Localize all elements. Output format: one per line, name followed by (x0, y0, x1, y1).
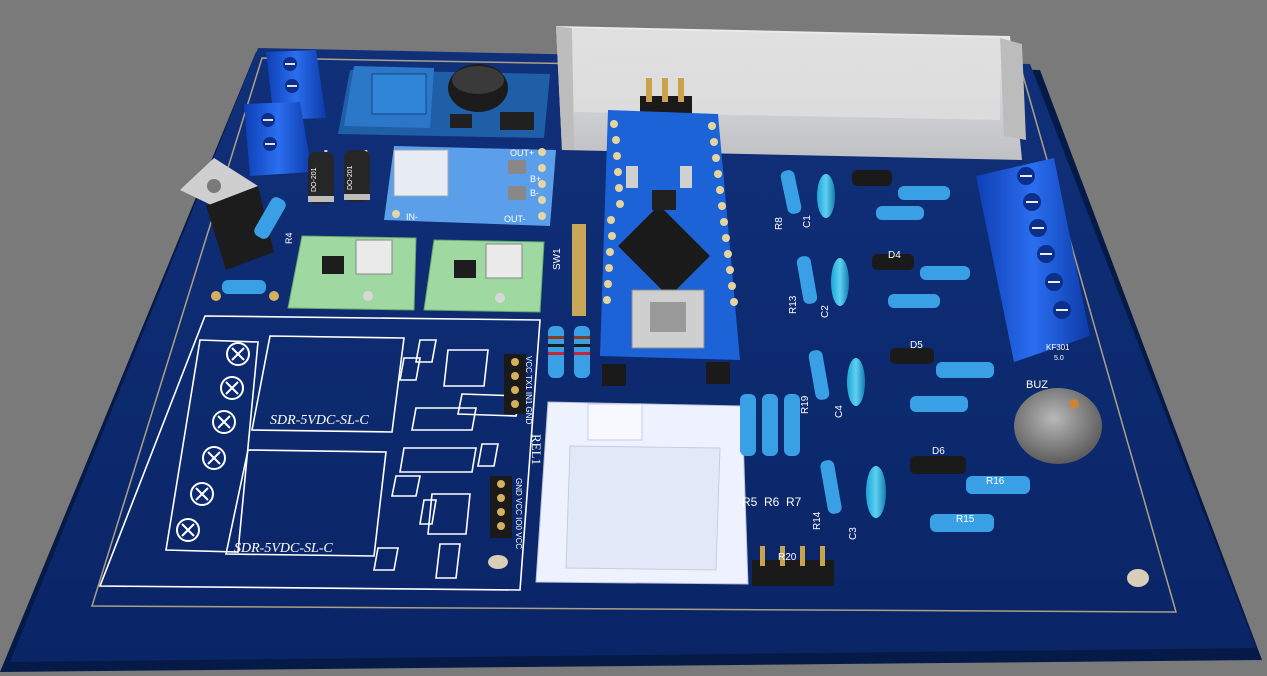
pin-header-relay-1 (504, 354, 526, 414)
b-plus-label: B+ (530, 174, 541, 184)
buck-converter-module (338, 64, 550, 138)
relay-section (98, 315, 541, 591)
signal-group-1 (780, 170, 950, 220)
d5-label: D5 (910, 340, 923, 351)
r5-label: R5 (742, 495, 758, 509)
c2-label: C2 (820, 305, 831, 318)
terminal-block-label: KF301 (1046, 343, 1070, 352)
resistor-r6 (762, 394, 778, 456)
pins2-label: GND VCC IO0 VCC (514, 478, 523, 549)
relay-driver-module-1 (287, 235, 417, 311)
pins1-label: VCC TX1 IN1 GND (524, 356, 533, 425)
signal-group-2 (796, 254, 970, 308)
mounting-hole (488, 555, 508, 569)
sw1-label: SW1 (552, 248, 563, 270)
r13-label: R13 (788, 295, 799, 314)
resistor-r7 (784, 394, 800, 456)
sw1-header (572, 224, 586, 316)
resistor-vertical-1 (548, 326, 564, 378)
charger-module (384, 146, 556, 226)
power-diode-1 (308, 149, 334, 204)
buzzer-label: BUZ (1026, 379, 1048, 391)
r20-label: R20 (778, 552, 797, 563)
c4-label: C4 (834, 405, 845, 418)
signal-group-4 (820, 456, 1030, 532)
out-minus-label: OUT- (504, 214, 526, 224)
relay-terminal-screws (176, 342, 250, 542)
resistor-r5 (740, 394, 756, 456)
out-plus-label: OUT+ (510, 148, 534, 158)
in-minus-label: IN- (406, 212, 418, 222)
arduino-pins (603, 120, 738, 306)
terminal-pitch-label: 5.0 (1054, 355, 1064, 362)
r7-label: R7 (786, 495, 802, 509)
terminal-block-right (976, 158, 1090, 362)
terminal-block-top-left (266, 50, 326, 120)
power-diode-2 (344, 149, 370, 202)
r4-label: R4 (284, 232, 294, 244)
r19-label: R19 (800, 395, 811, 414)
c1-label: C1 (802, 215, 813, 228)
d4-label: D4 (888, 250, 901, 261)
mounting-hole (1127, 569, 1149, 587)
buzzer (1014, 388, 1102, 464)
resistor-r4 (254, 197, 286, 239)
c3-label: C3 (848, 527, 859, 540)
wifi-module (535, 401, 749, 585)
resistor-vertical-2 (574, 326, 590, 378)
d6-label: D6 (932, 446, 945, 457)
relay1-label: SDR-5VDC-SL-C (270, 413, 369, 428)
r6-label: R6 (764, 495, 780, 509)
r14-label: R14 (812, 511, 823, 530)
arduino-nano (600, 110, 740, 386)
terminal-block-mid-left (244, 102, 312, 176)
resistor-bottom-left (211, 280, 279, 301)
relay2-label: SDR-5VDC-SL-C (234, 541, 333, 556)
diode2-label: DO-201 (347, 165, 354, 190)
relay-driver-module-2 (423, 239, 545, 313)
signal-group-3 (808, 348, 994, 412)
pin-header-relay-2 (490, 476, 512, 538)
b-minus-label: B- (530, 188, 539, 198)
r20-header (752, 546, 834, 586)
voltage-regulator (180, 158, 274, 270)
diode1-label: DO-201 (311, 167, 318, 192)
r8-label: R8 (774, 217, 785, 230)
r16-label: R16 (986, 476, 1005, 487)
rel1-label: REL1 (529, 434, 544, 465)
r15-label: R15 (956, 514, 975, 525)
